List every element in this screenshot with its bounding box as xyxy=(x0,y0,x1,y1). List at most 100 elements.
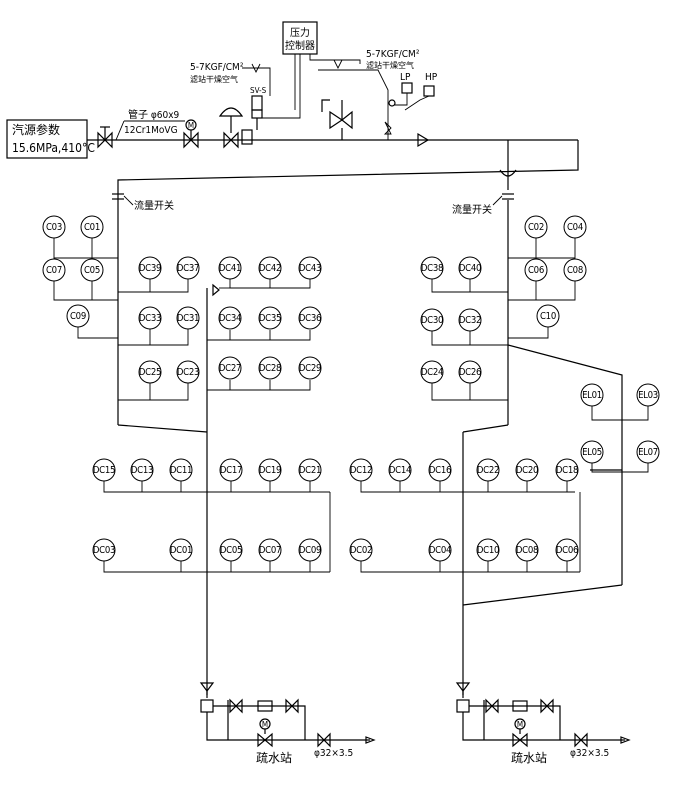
node-dc27: DC27 xyxy=(218,356,242,380)
node-dc38: DC38 xyxy=(420,256,444,280)
node-dc17: DC17 xyxy=(219,458,243,482)
node-dc13: DC13 xyxy=(130,458,154,482)
node-circle xyxy=(169,538,193,562)
node-label: DC42 xyxy=(259,263,281,274)
node-dc16: DC16 xyxy=(428,458,452,482)
node-label: DC35 xyxy=(259,313,281,324)
air-supply-right-note: 滤站干燥空气 xyxy=(366,60,414,70)
air-supply-left-note: 滤站干燥空气 xyxy=(190,74,238,84)
node-label: C01 xyxy=(84,222,100,233)
node-label: DC06 xyxy=(556,545,578,556)
node-label: DC08 xyxy=(516,545,538,556)
node-circle xyxy=(80,215,104,239)
node-label: DC19 xyxy=(259,465,281,476)
node-c01: C01 xyxy=(80,215,104,239)
node-dc05: DC05 xyxy=(219,538,243,562)
node-dc40: DC40 xyxy=(458,256,482,280)
air-supply-left-pressure: 5-7KGF/CM² xyxy=(190,62,244,73)
node-dc24: DC24 xyxy=(420,360,444,384)
node-label: DC01 xyxy=(170,545,192,556)
node-label: C02 xyxy=(528,222,544,233)
node-circle xyxy=(555,538,579,562)
node-circle xyxy=(258,538,282,562)
node-circle xyxy=(515,538,539,562)
node-circle xyxy=(458,360,482,384)
drain-station-right: M xyxy=(455,682,631,748)
node-dc08: DC08 xyxy=(515,538,539,562)
node-circle xyxy=(388,458,412,482)
node-dc21: DC21 xyxy=(298,458,322,482)
node-circle xyxy=(555,458,579,482)
drain-station-left-pipe: φ32×3.5 xyxy=(314,748,353,759)
node-dc14: DC14 xyxy=(388,458,412,482)
node-circle xyxy=(298,256,322,280)
node-label: DC41 xyxy=(219,263,241,274)
node-circle xyxy=(258,356,282,380)
node-label: DC23 xyxy=(177,367,199,378)
node-circle xyxy=(176,306,200,330)
pipe-spec-material: 12Cr1MoVG xyxy=(124,125,178,136)
node-circle xyxy=(92,458,116,482)
node-label: DC03 xyxy=(93,545,115,556)
node-label: DC32 xyxy=(459,315,481,326)
node-circle xyxy=(476,538,500,562)
node-c09: C09 xyxy=(66,304,90,328)
node-label: DC37 xyxy=(177,263,199,274)
node-circle xyxy=(258,306,282,330)
node-label: DC09 xyxy=(299,545,321,556)
gate-valve-icon xyxy=(97,126,113,149)
node-circle xyxy=(515,458,539,482)
safety-valve-icon xyxy=(321,99,353,140)
node-dc04: DC04 xyxy=(428,538,452,562)
node-label: DC24 xyxy=(421,367,443,378)
node-dc02: DC02 xyxy=(349,538,373,562)
flow-switch-right xyxy=(492,193,514,206)
node-circle xyxy=(563,258,587,282)
node-label: DC25 xyxy=(139,367,161,378)
node-circle xyxy=(80,258,104,282)
node-circle xyxy=(349,538,373,562)
node-circle xyxy=(218,356,242,380)
node-circle xyxy=(176,360,200,384)
node-label: DC43 xyxy=(299,263,321,274)
node-label: DC36 xyxy=(299,313,321,324)
node-label: DC17 xyxy=(220,465,242,476)
node-el01: EL01 xyxy=(580,383,604,407)
node-dc28: DC28 xyxy=(258,356,282,380)
node-dc22: DC22 xyxy=(476,458,500,482)
node-circle xyxy=(258,458,282,482)
node-label: EL01 xyxy=(582,390,602,401)
node-label: EL07 xyxy=(638,447,658,458)
node-circle xyxy=(563,215,587,239)
node-dc15: DC15 xyxy=(92,458,116,482)
node-c04: C04 xyxy=(563,215,587,239)
node-label: C05 xyxy=(84,265,100,276)
node-dc41: DC41 xyxy=(218,256,242,280)
node-c02: C02 xyxy=(524,215,548,239)
svg-text:M: M xyxy=(262,720,268,729)
node-label: DC38 xyxy=(421,263,443,274)
node-dc33: DC33 xyxy=(138,306,162,330)
lp-label: LP xyxy=(400,72,411,83)
node-circle xyxy=(219,538,243,562)
node-c03: C03 xyxy=(42,215,66,239)
node-dc23: DC23 xyxy=(176,360,200,384)
flow-switch-left xyxy=(112,193,134,206)
node-dc06: DC06 xyxy=(555,538,579,562)
node-label: DC21 xyxy=(299,465,321,476)
node-dc09: DC09 xyxy=(298,538,322,562)
node-circle xyxy=(219,458,243,482)
node-circle xyxy=(42,215,66,239)
node-circle xyxy=(130,458,154,482)
node-circle xyxy=(298,538,322,562)
node-dc29: DC29 xyxy=(298,356,322,380)
node-label: DC22 xyxy=(477,465,499,476)
node-circle xyxy=(420,308,444,332)
node-label: DC16 xyxy=(429,465,451,476)
node-circle xyxy=(349,458,373,482)
pressure-controller-label-2: 控制器 xyxy=(285,39,315,52)
node-label: C09 xyxy=(70,311,86,322)
node-circle xyxy=(42,258,66,282)
node-label: DC30 xyxy=(421,315,443,326)
flow-switch-left-label: 流量开关 xyxy=(134,199,174,212)
